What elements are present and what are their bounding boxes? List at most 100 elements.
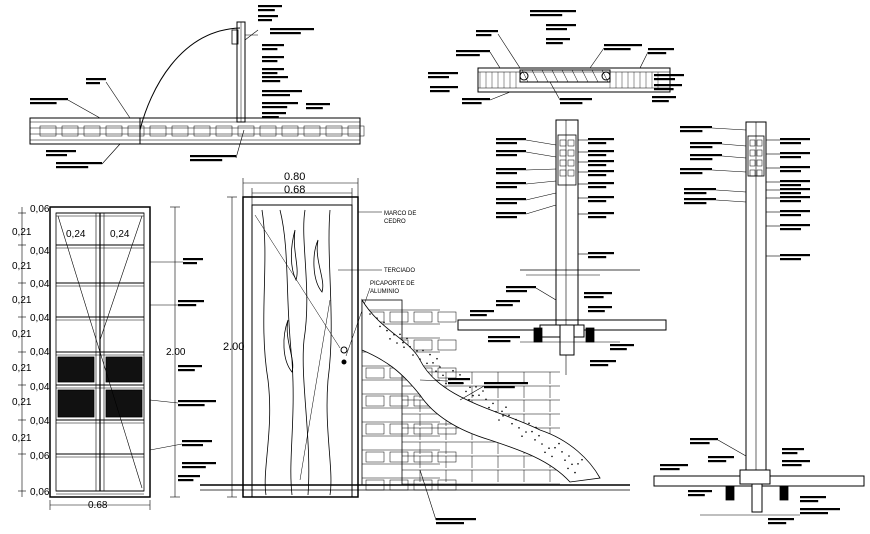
dim-left-12: 0,04: [30, 416, 50, 427]
annotation-text: [648, 48, 674, 51]
annotation-text: [262, 68, 284, 71]
annotation-text: [780, 258, 801, 261]
dim-left-1: 0,21: [12, 227, 32, 238]
annotation-text: [530, 14, 563, 17]
door-swing-arc: [139, 27, 241, 131]
section-hatch-dot: [551, 455, 553, 458]
annotation-text: [780, 192, 801, 195]
wood-grain: [302, 209, 310, 496]
leader-line: [525, 180, 557, 185]
annotation-text: [496, 202, 517, 205]
brick: [389, 311, 409, 323]
annotation-text: [680, 126, 712, 129]
wall-section-left: [29, 117, 361, 145]
glazing-bead: [559, 149, 567, 157]
annotation-text: [456, 54, 480, 57]
hinge-pin: [601, 71, 611, 81]
section-hatch-dot: [396, 342, 398, 344]
section-hatch-dot: [393, 333, 395, 336]
annotation-text: [780, 156, 801, 159]
annotation-text: [560, 98, 592, 101]
annotation-text: [680, 172, 703, 175]
wall-block: [237, 125, 255, 137]
section-hatch-dot: [465, 390, 467, 393]
wall-block: [325, 125, 343, 137]
annotation-text: [654, 74, 684, 77]
section-hatch-dot: [478, 394, 480, 396]
dim-left-9: 0,21: [12, 363, 32, 374]
section-hatch-dot: [498, 419, 500, 421]
section-hatch-dot: [564, 459, 566, 461]
glazing-bead: [749, 149, 756, 157]
annotation-text: [588, 216, 607, 219]
section-hatch-dot: [581, 458, 583, 461]
annotation-text: [780, 214, 801, 217]
leader-line: [721, 155, 747, 159]
annotation-text: [56, 162, 102, 165]
annotation-text: [604, 44, 642, 47]
label-frame: MARCO DE CEDRO: [384, 211, 417, 225]
annotation-text: [476, 34, 492, 37]
leader-line: [459, 385, 485, 401]
annotation-text: [262, 44, 284, 47]
horizontal-section: [477, 67, 671, 93]
leader-line: [149, 443, 183, 451]
section-hatch-dot: [531, 430, 533, 433]
annotation-text: [182, 462, 216, 465]
section-hatch-dot: [567, 467, 569, 470]
annotation-text: [436, 518, 476, 521]
annotation-text: [546, 28, 567, 31]
section-hatch-dot: [422, 349, 424, 352]
annotation-text: [588, 212, 614, 215]
section-hatch-dot: [399, 333, 401, 336]
leader-line: [419, 379, 449, 382]
leader-line: [525, 204, 557, 215]
section-hatch-dot: [419, 358, 421, 360]
annotation-text: [648, 52, 667, 55]
annotation-text: [588, 196, 614, 199]
annotation-text: [470, 314, 487, 317]
annotation-text: [654, 84, 682, 87]
annotation-text: [690, 442, 710, 445]
annotation-text: [428, 76, 449, 79]
dim-left-8: 0,04: [30, 347, 50, 358]
section-hatch-dot: [488, 406, 490, 409]
leader-line: [525, 139, 557, 146]
annotation-text: [780, 180, 810, 183]
annotation-text: [530, 10, 576, 13]
annotation-text: [456, 50, 490, 53]
annotation-text: [780, 166, 810, 169]
wood-grain: [283, 319, 294, 373]
annotation-text: [46, 154, 67, 157]
section-hatch-dot: [389, 338, 391, 340]
annotation-text: [86, 82, 100, 85]
section-hatch-dot: [561, 451, 563, 453]
wall-block: [259, 125, 277, 137]
glazing-bead: [559, 139, 567, 147]
leader-line: [715, 199, 747, 203]
glazing-bead: [756, 139, 763, 147]
brick: [365, 395, 385, 407]
annotation-text: [588, 142, 607, 145]
annotation-text: [506, 286, 536, 289]
glazing-bead: [749, 139, 756, 147]
threshold: [739, 469, 771, 485]
annotation-text: [690, 154, 722, 157]
section-hatch-dot: [554, 446, 556, 449]
annotation-text: [588, 252, 614, 255]
annotation-text: [190, 155, 236, 158]
hinge-pin: [519, 71, 529, 81]
annotation-text: [780, 184, 801, 187]
annotation-text: [584, 292, 612, 295]
annotation-text: [183, 262, 197, 265]
annotation-text: [262, 56, 284, 59]
section-hatch: [551, 69, 559, 83]
annotation-text: [560, 102, 583, 105]
annotation-text: [496, 212, 526, 215]
louver-panel: [105, 389, 143, 418]
annotation-text: [262, 112, 286, 115]
louver-panel: [57, 356, 95, 383]
section-hatch-dot: [492, 402, 494, 405]
section-hatch-dot: [505, 406, 507, 408]
anchor: [533, 327, 543, 343]
